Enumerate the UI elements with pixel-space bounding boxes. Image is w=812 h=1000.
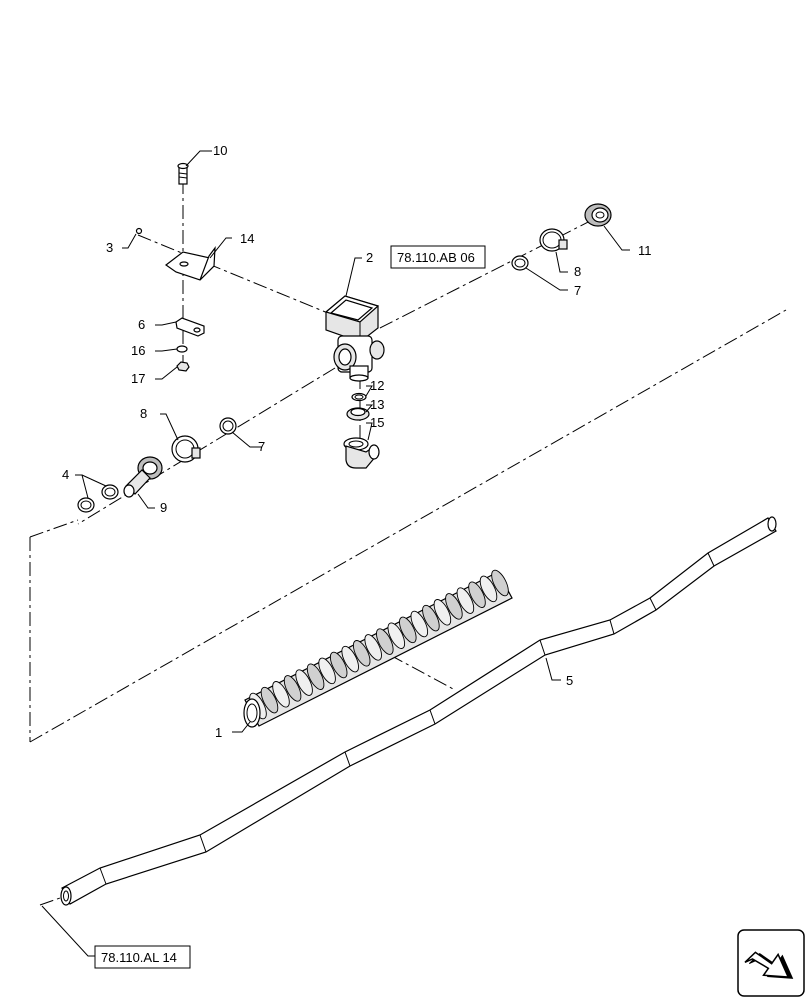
sleeve-rib — [422, 604, 440, 632]
cap-part-13 — [346, 407, 370, 421]
sleeve-rib — [399, 616, 417, 644]
sleeve-rib — [456, 587, 475, 614]
callout-7-lower: 7 — [258, 439, 265, 454]
callout-4: 4 — [62, 467, 69, 482]
corrugated-sleeve-part-1 — [243, 569, 513, 728]
sleeve-rib — [479, 575, 498, 603]
gasket-part-7-lower — [219, 417, 237, 435]
callout-13: 13 — [370, 397, 384, 412]
callout-12: 12 — [370, 378, 384, 393]
clip-part-6 — [175, 317, 205, 337]
sleeve-rib — [364, 634, 382, 661]
sleeve-rib — [272, 681, 290, 708]
sleeve-rib — [260, 686, 279, 714]
reference-box-bottom[interactable]: 78.110.AL 14 — [94, 945, 191, 969]
hose-clamp-part-8-upper — [539, 228, 568, 252]
sleeve-rib — [410, 610, 429, 638]
callout-17: 17 — [131, 371, 145, 386]
sleeve-rib — [491, 569, 509, 597]
clips-part-4 — [77, 484, 119, 513]
callout-labels: 10 3 14 2 6 16 17 12 13 15 8 7 9 4 8 7 1… — [62, 143, 652, 740]
sleeve-rib — [445, 593, 463, 620]
bolt-part-10 — [177, 162, 189, 185]
callout-7-upper: 7 — [574, 283, 581, 298]
hose-part-5 — [60, 516, 777, 906]
callout-9: 9 — [160, 500, 167, 515]
centerlines — [29, 180, 787, 906]
callout-2: 2 — [366, 250, 373, 265]
bracket-part-14 — [164, 246, 216, 281]
sleeve-rib — [306, 663, 325, 690]
callout-16: 16 — [131, 343, 145, 358]
valve-part-2 — [324, 295, 385, 382]
reference-box-top[interactable]: 78.110.AB 06 — [390, 245, 486, 269]
sleeve-rib — [352, 640, 371, 667]
callout-15: 15 — [370, 415, 384, 430]
callout-10: 10 — [213, 143, 227, 158]
reference-bottom-text: 78.110.AL 14 — [101, 950, 177, 965]
o-ring-part-12 — [351, 392, 367, 402]
gasket-part-7-upper — [511, 255, 529, 271]
sleeve-rib — [341, 645, 359, 673]
callout-11: 11 — [638, 243, 652, 258]
callout-14: 14 — [240, 231, 254, 246]
elbow-fitting-part-15 — [343, 437, 380, 469]
reference-top-text: 78.110.AB 06 — [397, 250, 475, 265]
sleeve-rib — [318, 657, 336, 685]
end-cap-part-11 — [584, 203, 612, 227]
callout-5: 5 — [566, 673, 573, 688]
callout-1: 1 — [215, 725, 222, 740]
callout-6: 6 — [138, 317, 145, 332]
nut-part-17 — [176, 361, 190, 372]
sleeve-rib — [376, 628, 394, 655]
callout-8-lower: 8 — [140, 406, 147, 421]
sleeve-rib — [283, 675, 302, 702]
sleeve-rib — [468, 581, 486, 608]
rivet-part-3 — [135, 227, 143, 235]
hose-clamp-part-8-lower — [171, 435, 201, 463]
sleeve-rib — [387, 622, 406, 649]
sleeve-rib — [295, 669, 313, 696]
adapter-part-9 — [123, 456, 163, 498]
next-page-arrow-icon[interactable] — [737, 929, 805, 997]
washer-part-16 — [176, 345, 188, 353]
sleeve-rib — [433, 599, 452, 626]
sleeve-rib — [329, 651, 348, 679]
callout-3: 3 — [106, 240, 113, 255]
callout-8-upper: 8 — [574, 264, 581, 279]
leader-lines — [41, 150, 630, 957]
